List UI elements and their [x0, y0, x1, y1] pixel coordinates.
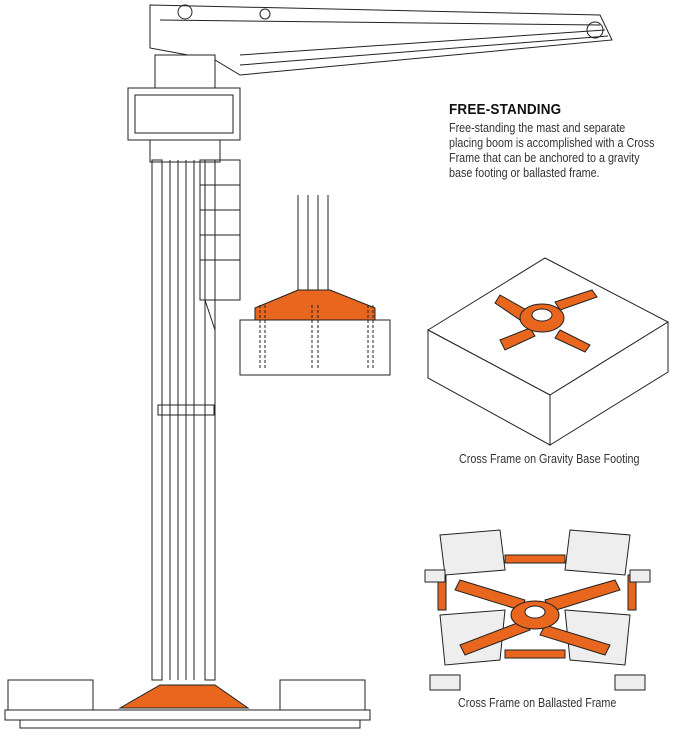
placing-boom-drawing: [149, 4, 613, 76]
section-heading: FREE-STANDING: [449, 101, 562, 118]
mast-base-drawing: [4, 679, 371, 729]
mast-head-drawing: [127, 54, 241, 163]
section-description: Free-standing the mast and separate plac…: [449, 121, 655, 180]
caption-ballasted-frame: Cross Frame on Ballasted Frame: [458, 696, 617, 710]
mast-drawing: [151, 159, 241, 681]
ballasted-frame-drawing: [424, 529, 651, 691]
base-detail-inset: [239, 195, 391, 376]
caption-gravity-base: Cross Frame on Gravity Base Footing: [459, 452, 640, 466]
gravity-base-footing-drawing: [426, 257, 670, 446]
